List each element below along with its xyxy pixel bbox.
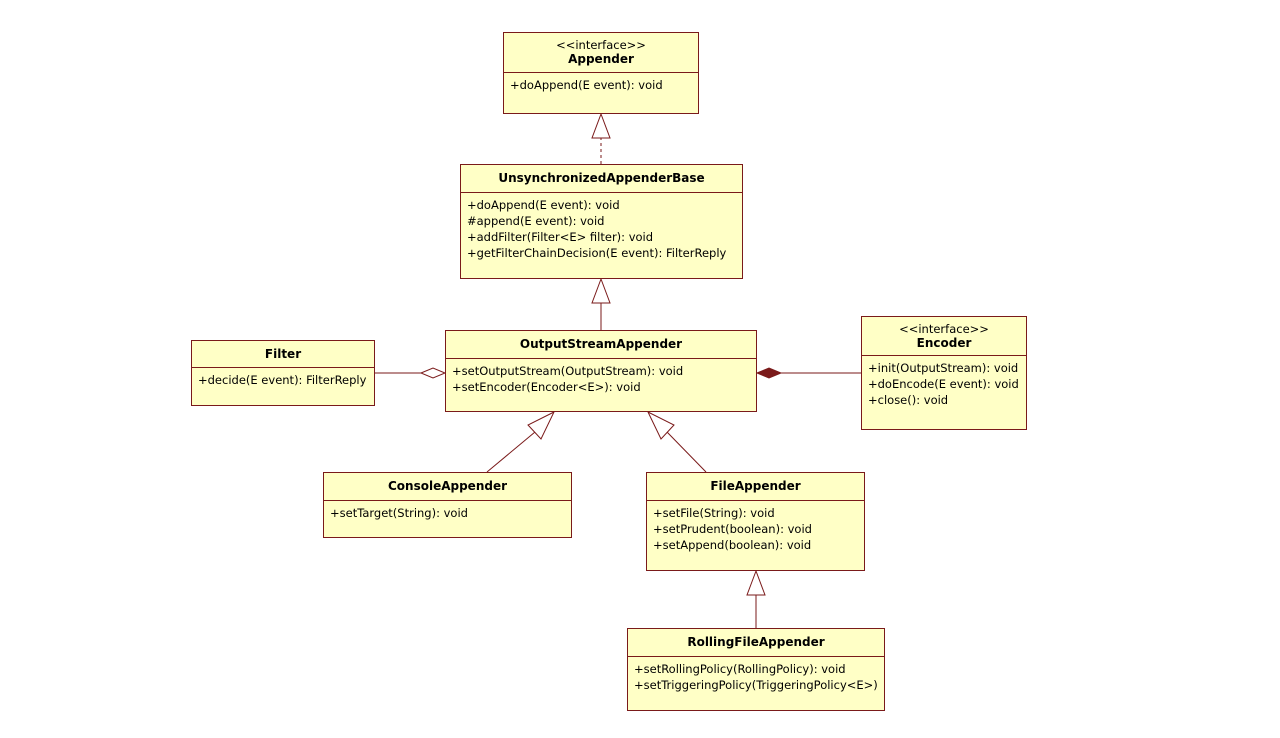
class-header: <<interface>> Appender — [504, 33, 698, 73]
class-unsynchronized-appender-base: UnsynchronizedAppenderBase +doAppend(E e… — [460, 164, 743, 279]
operation: +setOutputStream(OutputStream): void — [452, 364, 684, 378]
class-output-stream-appender: OutputStreamAppender +setOutputStream(Ou… — [445, 330, 757, 412]
class-header: UnsynchronizedAppenderBase — [461, 165, 742, 193]
operation: #append(E event): void — [467, 214, 605, 228]
class-file-appender: FileAppender +setFile(String): void +set… — [646, 472, 865, 571]
class-header: FileAppender — [647, 473, 864, 501]
operation: +setFile(String): void — [653, 506, 775, 520]
class-rolling-file-appender: RollingFileAppender +setRollingPolicy(Ro… — [627, 628, 885, 711]
generalization-output-to-unsync — [591, 277, 611, 330]
stereotype-label: <<interface>> — [899, 321, 989, 336]
class-header: <<interface>> Encoder — [862, 317, 1026, 356]
class-name: Appender — [568, 52, 634, 66]
operation: +decide(E event): FilterReply — [198, 373, 367, 387]
operation: +doAppend(E event): void — [467, 198, 620, 212]
class-header: RollingFileAppender — [628, 629, 884, 657]
class-name: ConsoleAppender — [387, 479, 508, 493]
operation: +setTarget(String): void — [330, 506, 468, 520]
operations-list: +setTarget(String): void — [324, 501, 571, 521]
operation: +init(OutputStream): void — [868, 361, 1019, 375]
class-name: Filter — [264, 346, 302, 361]
operation: +setEncoder(Encoder<E>): void — [452, 380, 641, 394]
operations-list: +init(OutputStream): void +doEncode(E ev… — [862, 356, 1026, 408]
realization-unsync-to-appender — [591, 112, 611, 164]
composition-output-encoder — [755, 367, 861, 379]
operations-list: +doAppend(E event): void — [504, 73, 698, 93]
class-name: UnsynchronizedAppenderBase — [498, 171, 705, 185]
operation: +doAppend(E event): void — [510, 78, 663, 92]
class-name: FileAppender — [710, 479, 801, 493]
operation: +close(): void — [868, 393, 949, 407]
class-encoder: <<interface>> Encoder +init(OutputStream… — [861, 316, 1027, 430]
operation: +setAppend(boolean): void — [653, 538, 812, 552]
class-header: ConsoleAppender — [324, 473, 571, 501]
operations-list: +setFile(String): void +setPrudent(boole… — [647, 501, 864, 553]
class-name: Encoder — [916, 335, 972, 350]
class-console-appender: ConsoleAppender +setTarget(String): void — [323, 472, 572, 538]
class-header: OutputStreamAppender — [446, 331, 756, 359]
operation: +addFilter(Filter<E> filter): void — [467, 230, 654, 244]
generalization-rolling-to-file — [746, 569, 766, 628]
operations-list: +decide(E event): FilterReply — [192, 368, 374, 388]
class-name: RollingFileAppender — [687, 635, 825, 649]
class-filter: Filter +decide(E event): FilterReply — [191, 340, 375, 406]
operation: +setRollingPolicy(RollingPolicy): void — [634, 662, 846, 676]
stereotype-label: <<interface>> — [556, 38, 646, 52]
generalization-console-to-output — [486, 410, 556, 473]
class-header: Filter — [192, 341, 374, 368]
class-name: OutputStreamAppender — [519, 337, 683, 351]
operation: +getFilterChainDecision(E event): Filter… — [467, 246, 727, 260]
operations-list: +setOutputStream(OutputStream): void +se… — [446, 359, 756, 395]
operation: +doEncode(E event): void — [868, 377, 1019, 391]
operation: +setPrudent(boolean): void — [653, 522, 812, 536]
operations-list: +doAppend(E event): void #append(E event… — [461, 193, 742, 261]
operation: +setTriggeringPolicy(TriggeringPolicy<E>… — [634, 678, 878, 692]
operations-list: +setRollingPolicy(RollingPolicy): void +… — [628, 657, 884, 693]
class-appender: <<interface>> Appender +doAppend(E event… — [503, 32, 699, 114]
generalization-file-to-output — [646, 410, 707, 473]
aggregation-output-filter — [375, 367, 447, 379]
